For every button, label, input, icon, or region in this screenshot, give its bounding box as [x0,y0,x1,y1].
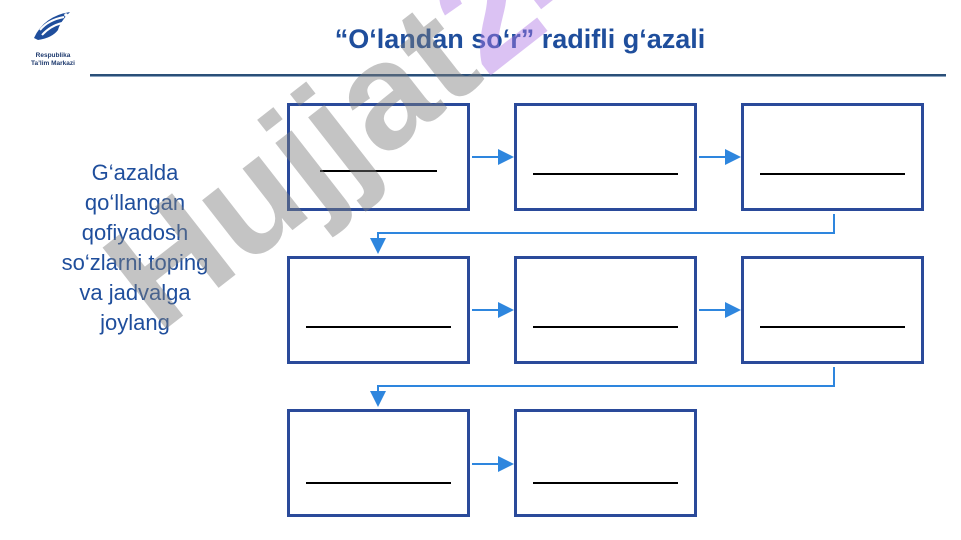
answer-blank [533,482,678,484]
answer-box-1[interactable] [287,103,470,211]
answer-box-4[interactable] [287,256,470,364]
answer-blank [306,326,451,328]
answer-blank [760,173,905,175]
logo: Respublika Ta’lim Markazi [18,8,88,78]
page-title: “O‘landan so‘r” radifli g‘azali [334,24,706,54]
answer-blank [533,326,678,328]
title-divider [90,74,946,76]
dove-icon [34,12,70,40]
instruction-text: G‘azalda qo‘llangan qofiyadosh so‘zlarni… [61,160,209,335]
answer-box-7[interactable] [287,409,470,517]
arrow-6-7 [370,367,835,407]
answer-box-5[interactable] [514,256,697,364]
arrow-3-4 [370,214,835,254]
answer-box-2[interactable] [514,103,697,211]
answer-blank [320,170,437,172]
answer-box-8[interactable] [514,409,697,517]
answer-box-6[interactable] [741,256,924,364]
answer-blank [533,173,678,175]
answer-blank [760,326,905,328]
logo-line-2: Ta’lim Markazi [31,60,75,67]
answer-blank [306,482,451,484]
logo-line-1: Respublika [35,52,71,59]
answer-box-3[interactable] [741,103,924,211]
